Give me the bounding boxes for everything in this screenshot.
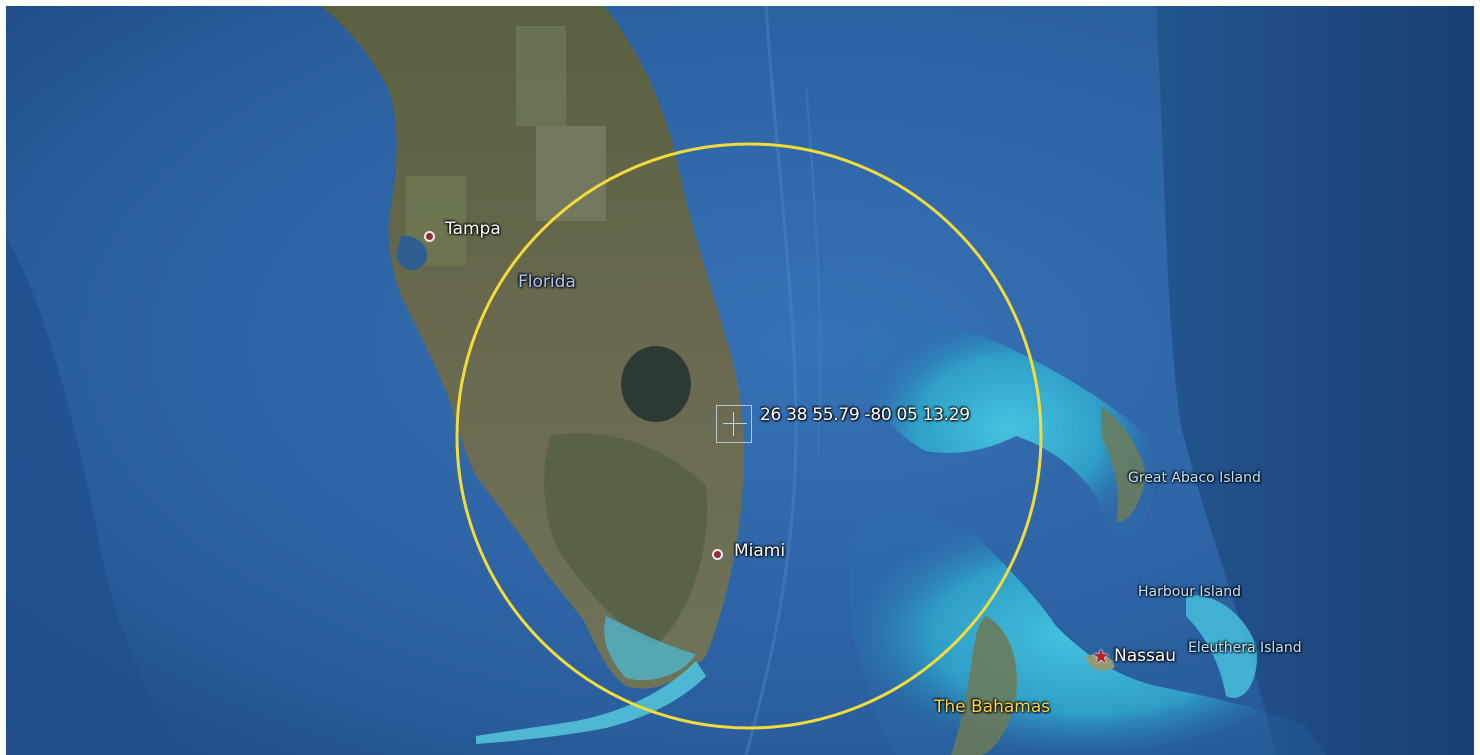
farmland-patch-2 <box>536 126 606 221</box>
gulf-trench <box>6 236 186 755</box>
tampa-city-dot-icon[interactable] <box>424 231 435 242</box>
florida-label: Florida <box>518 272 576 292</box>
bahamas-label[interactable]: The Bahamas <box>934 697 1051 717</box>
miami-city-dot-icon[interactable] <box>712 549 723 560</box>
crosshair-icon[interactable] <box>716 405 752 443</box>
lake-okeechobee <box>621 346 691 422</box>
deep-atlantic <box>1156 6 1474 755</box>
satellite-map[interactable] <box>6 6 1474 755</box>
nassau-label[interactable]: Nassau <box>1114 646 1177 666</box>
tampa-label[interactable]: Tampa <box>445 219 501 239</box>
placemark-coordinates: 26 38 55.79 -80 05 13.29 <box>760 405 970 425</box>
harbour-island-label[interactable]: Harbour Island <box>1138 584 1242 600</box>
miami-label[interactable]: Miami <box>734 541 786 561</box>
farmland-patch <box>516 26 566 126</box>
tampa-bay <box>396 235 427 271</box>
eleuthera-shelf <box>1186 595 1257 698</box>
nassau-capital-star-icon[interactable]: ★ <box>1092 644 1110 668</box>
great-abaco-label[interactable]: Great Abaco Island <box>1128 470 1261 486</box>
new-providence <box>1086 654 1115 671</box>
eleuthera-label[interactable]: Eleuthera Island <box>1188 640 1302 656</box>
great-abaco-land <box>1101 406 1146 522</box>
